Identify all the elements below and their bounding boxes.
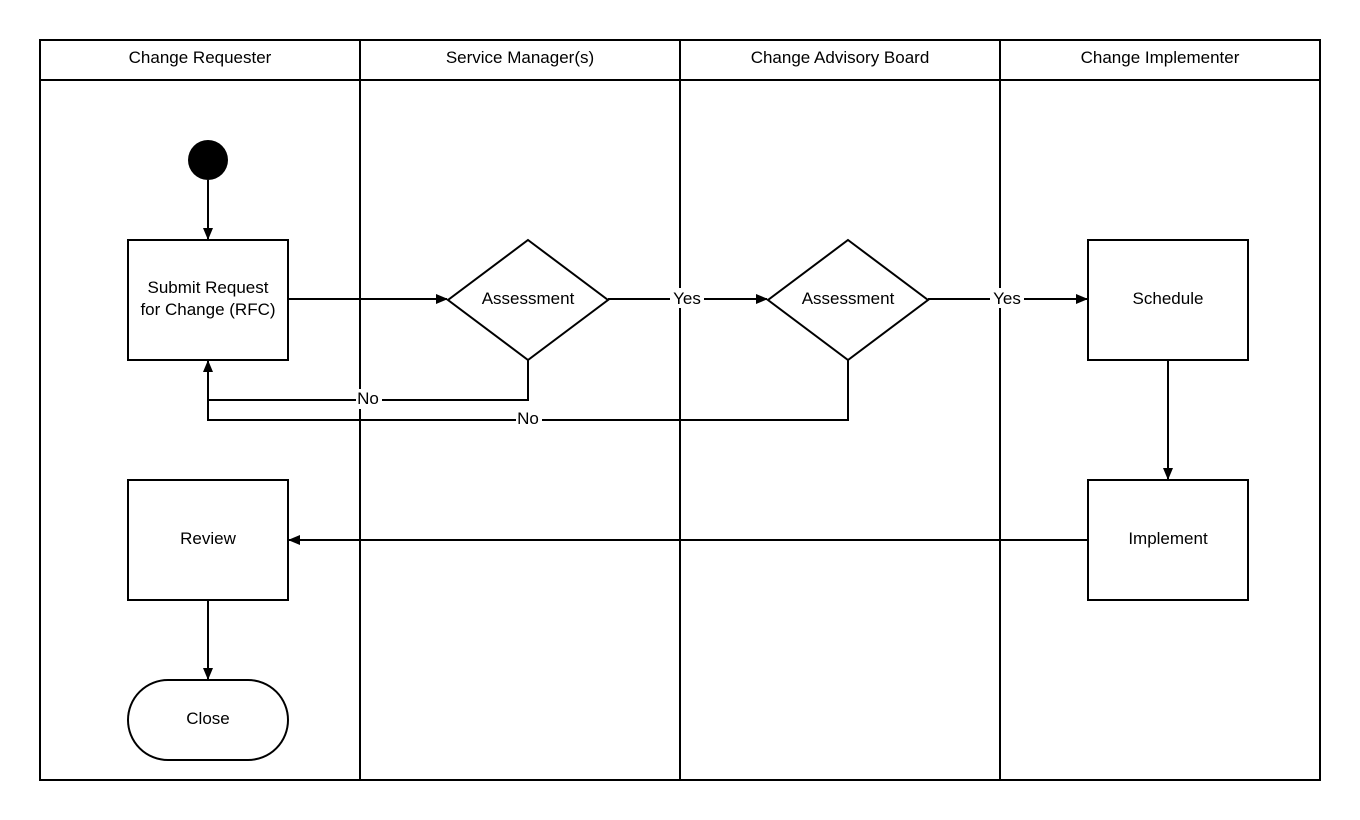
review-label: Review [180, 529, 236, 548]
edge-label-yes-2: Yes [993, 289, 1021, 308]
nodes: Submit Request for Change (RFC) Assessme… [127, 140, 1249, 761]
assessment-service-manager-label: Assessment [482, 289, 575, 308]
implement-node[interactable]: Implement [1087, 479, 1249, 601]
lane-title-change-implementer: Change Implementer [1081, 48, 1240, 67]
assessment-cab-label: Assessment [802, 289, 895, 308]
implement-label: Implement [1128, 529, 1208, 548]
assessment-service-manager-node[interactable]: Assessment [446, 238, 610, 362]
submit-request-label-line1: Submit Request [148, 278, 269, 297]
submit-request-node[interactable]: Submit Request for Change (RFC) [127, 239, 289, 361]
edge-label-no-1: No [357, 389, 379, 408]
lane-title-service-managers: Service Manager(s) [446, 48, 594, 67]
yes-label-bg-1 [670, 288, 704, 308]
edge-labels: Yes Yes No No [356, 288, 1024, 429]
no-label-bg-1 [356, 389, 382, 409]
lane-grid [39, 39, 1321, 781]
schedule-label: Schedule [1133, 289, 1204, 308]
assessment-cab-node[interactable]: Assessment [766, 238, 930, 362]
edge-label-no-2: No [517, 409, 539, 428]
lane-title-change-requester: Change Requester [129, 48, 272, 67]
close-label: Close [186, 709, 229, 728]
review-node[interactable]: Review [127, 479, 289, 601]
schedule-node[interactable]: Schedule [1087, 239, 1249, 361]
lane-headers: Change Requester Service Manager(s) Chan… [129, 48, 1240, 67]
connectors [203, 180, 1173, 680]
lane-title-change-advisory-board: Change Advisory Board [751, 48, 930, 67]
close-node[interactable]: Close [127, 679, 289, 761]
no-label-bg-2 [516, 409, 542, 429]
yes-label-bg-2 [990, 288, 1024, 308]
edge-label-yes-1: Yes [673, 289, 701, 308]
start-node [188, 140, 228, 180]
submit-request-label-line2: for Change (RFC) [140, 300, 275, 319]
